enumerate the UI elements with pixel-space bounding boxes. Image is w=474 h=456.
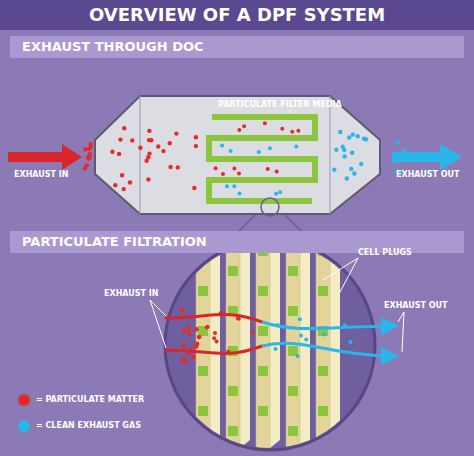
title-bar: OVERVIEW OF A DPF SYSTEM	[0, 0, 474, 30]
part-label: PARTICULATE FILTER MEDIA	[218, 100, 342, 110]
part-label: CELL PLUGS	[358, 248, 412, 258]
diagram-title: OVERVIEW OF A DPF SYSTEM	[0, 0, 474, 30]
flow-in	[165, 315, 262, 322]
leader-line	[150, 258, 404, 352]
legend-swatch	[18, 394, 30, 406]
filter-media	[206, 114, 318, 204]
part-label: EXHAUST IN	[14, 170, 68, 180]
flow-out	[262, 322, 396, 329]
section-band: EXHAUST THROUGH DOC	[10, 36, 464, 58]
exhaust-out-arrow	[392, 144, 462, 170]
legend-text: = PARTICULATE MATTER	[36, 395, 144, 405]
flow-in	[165, 346, 262, 353]
dpf-canister	[95, 96, 380, 214]
legend-text: = CLEAN EXHAUST GAS	[36, 421, 141, 431]
part-label: EXHAUST OUT	[384, 301, 448, 311]
exhaust-in-arrow	[8, 144, 82, 170]
leader-line	[290, 110, 291, 113]
flow-out	[262, 343, 396, 356]
filter-cells	[196, 232, 340, 448]
part-label: EXHAUST OUT	[396, 170, 460, 180]
part-label: EXHAUST IN	[104, 289, 158, 299]
legend-swatch	[18, 420, 30, 432]
section-heading: EXHAUST THROUGH DOC	[10, 36, 464, 58]
